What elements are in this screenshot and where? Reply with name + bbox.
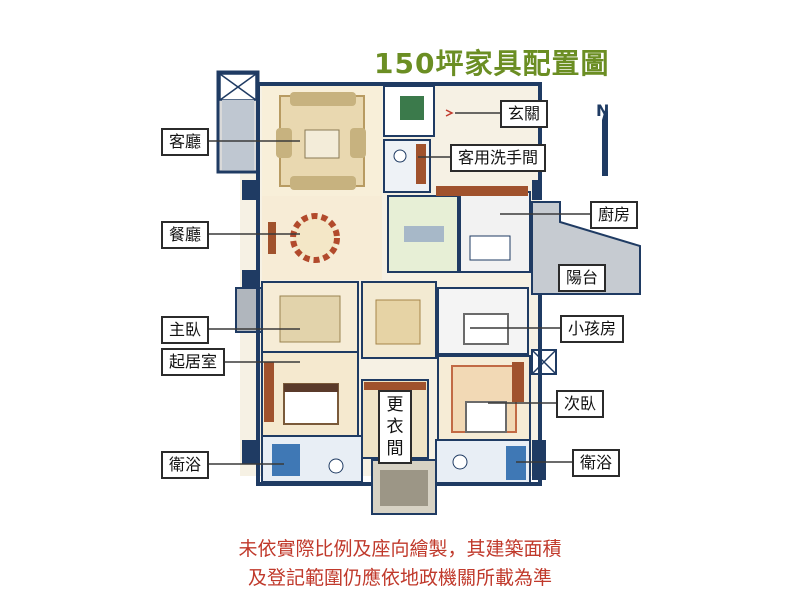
living-sofa-top xyxy=(290,92,356,106)
living-sofa-bottom xyxy=(290,176,356,190)
label-walk-in-closet: 更衣間 xyxy=(378,390,412,464)
label-second-bedroom: 次臥 xyxy=(556,390,605,418)
label-master-bedroom: 主臥 xyxy=(161,316,210,344)
living-armchair-right xyxy=(350,128,366,158)
label-kids-room: 小孩房 xyxy=(560,315,625,343)
disclaimer-line-1: 未依實際比例及座向繪製，其建築面積 xyxy=(238,538,562,560)
entrance-area xyxy=(383,85,435,137)
second-bed xyxy=(465,401,507,433)
north-compass-icon: N xyxy=(596,101,609,176)
label-balcony: 陽台 xyxy=(558,264,607,292)
label-guest-restroom: 客用洗手間 xyxy=(450,144,547,172)
kids-bed xyxy=(463,313,509,345)
disclaimer-line-2: 及登記範圍仍應依地政機關所載為準 xyxy=(247,567,552,589)
label-sitting-room: 起居室 xyxy=(161,348,226,376)
label-entrance: 玄關 xyxy=(500,100,549,128)
dining-table xyxy=(290,213,340,263)
page-title: 150坪家具配置圖 xyxy=(374,47,610,80)
living-armchair-left xyxy=(276,128,292,158)
label-bathroom-left: 衛浴 xyxy=(161,451,210,479)
label-living-room: 客廳 xyxy=(161,128,210,156)
label-kitchen: 廚房 xyxy=(590,201,639,229)
coffee-table xyxy=(304,129,340,159)
label-dining-room: 餐廳 xyxy=(161,221,210,249)
label-bathroom-right: 衛浴 xyxy=(572,449,621,477)
